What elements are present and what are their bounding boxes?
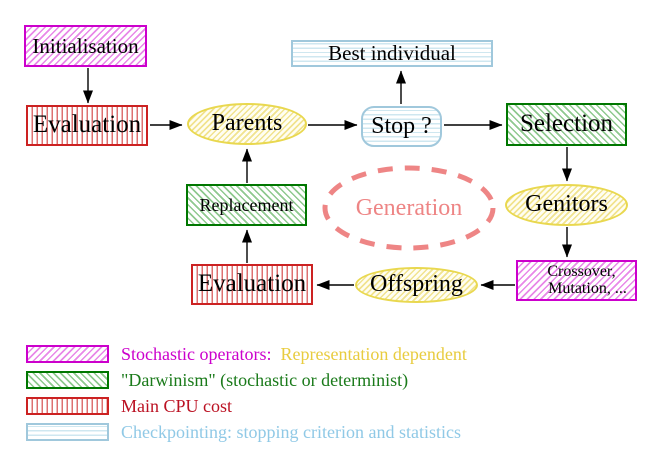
node-parents: Parents — [187, 103, 307, 145]
legend-label-checkpointing: Checkpointing: stopping criterion and st… — [121, 422, 461, 442]
node-crossover-mutation: Crossover, Mutation, ... — [516, 260, 637, 301]
legend-label-stochastic-operators: Stochastic operators: — [121, 344, 272, 364]
legend-label-main-cpu-cost: Main CPU cost — [121, 396, 233, 416]
node-genitors: Genitors — [505, 184, 628, 226]
node-stop: Stop ? — [361, 106, 442, 147]
legend-swatch-green-hatch — [26, 371, 109, 389]
node-offspring: Offspring — [355, 267, 478, 303]
node-replacement: Replacement — [186, 184, 307, 226]
crossover-line-2: Mutation, ... — [548, 279, 627, 297]
legend-label-darwinism: "Darwinism" (stochastic or determinist) — [121, 370, 409, 390]
legend-swatch-red-stripes — [26, 397, 109, 415]
legend-label-representation-dependent: Representation dependent — [280, 344, 467, 364]
generation-label: Generation — [355, 195, 463, 221]
generation-dashed-ellipse — [322, 165, 496, 251]
node-evaluation-top: Evaluation — [26, 105, 148, 146]
node-best-individual: Best individual — [291, 40, 493, 67]
legend-swatch-magenta-hatch — [26, 345, 109, 363]
node-initialisation: Initialisation — [24, 25, 147, 67]
crossover-line-1: Crossover, — [547, 262, 616, 280]
node-selection: Selection — [506, 103, 627, 146]
legend-swatch-cyan-stripes — [26, 423, 109, 441]
node-evaluation-bottom: Evaluation — [191, 264, 313, 305]
